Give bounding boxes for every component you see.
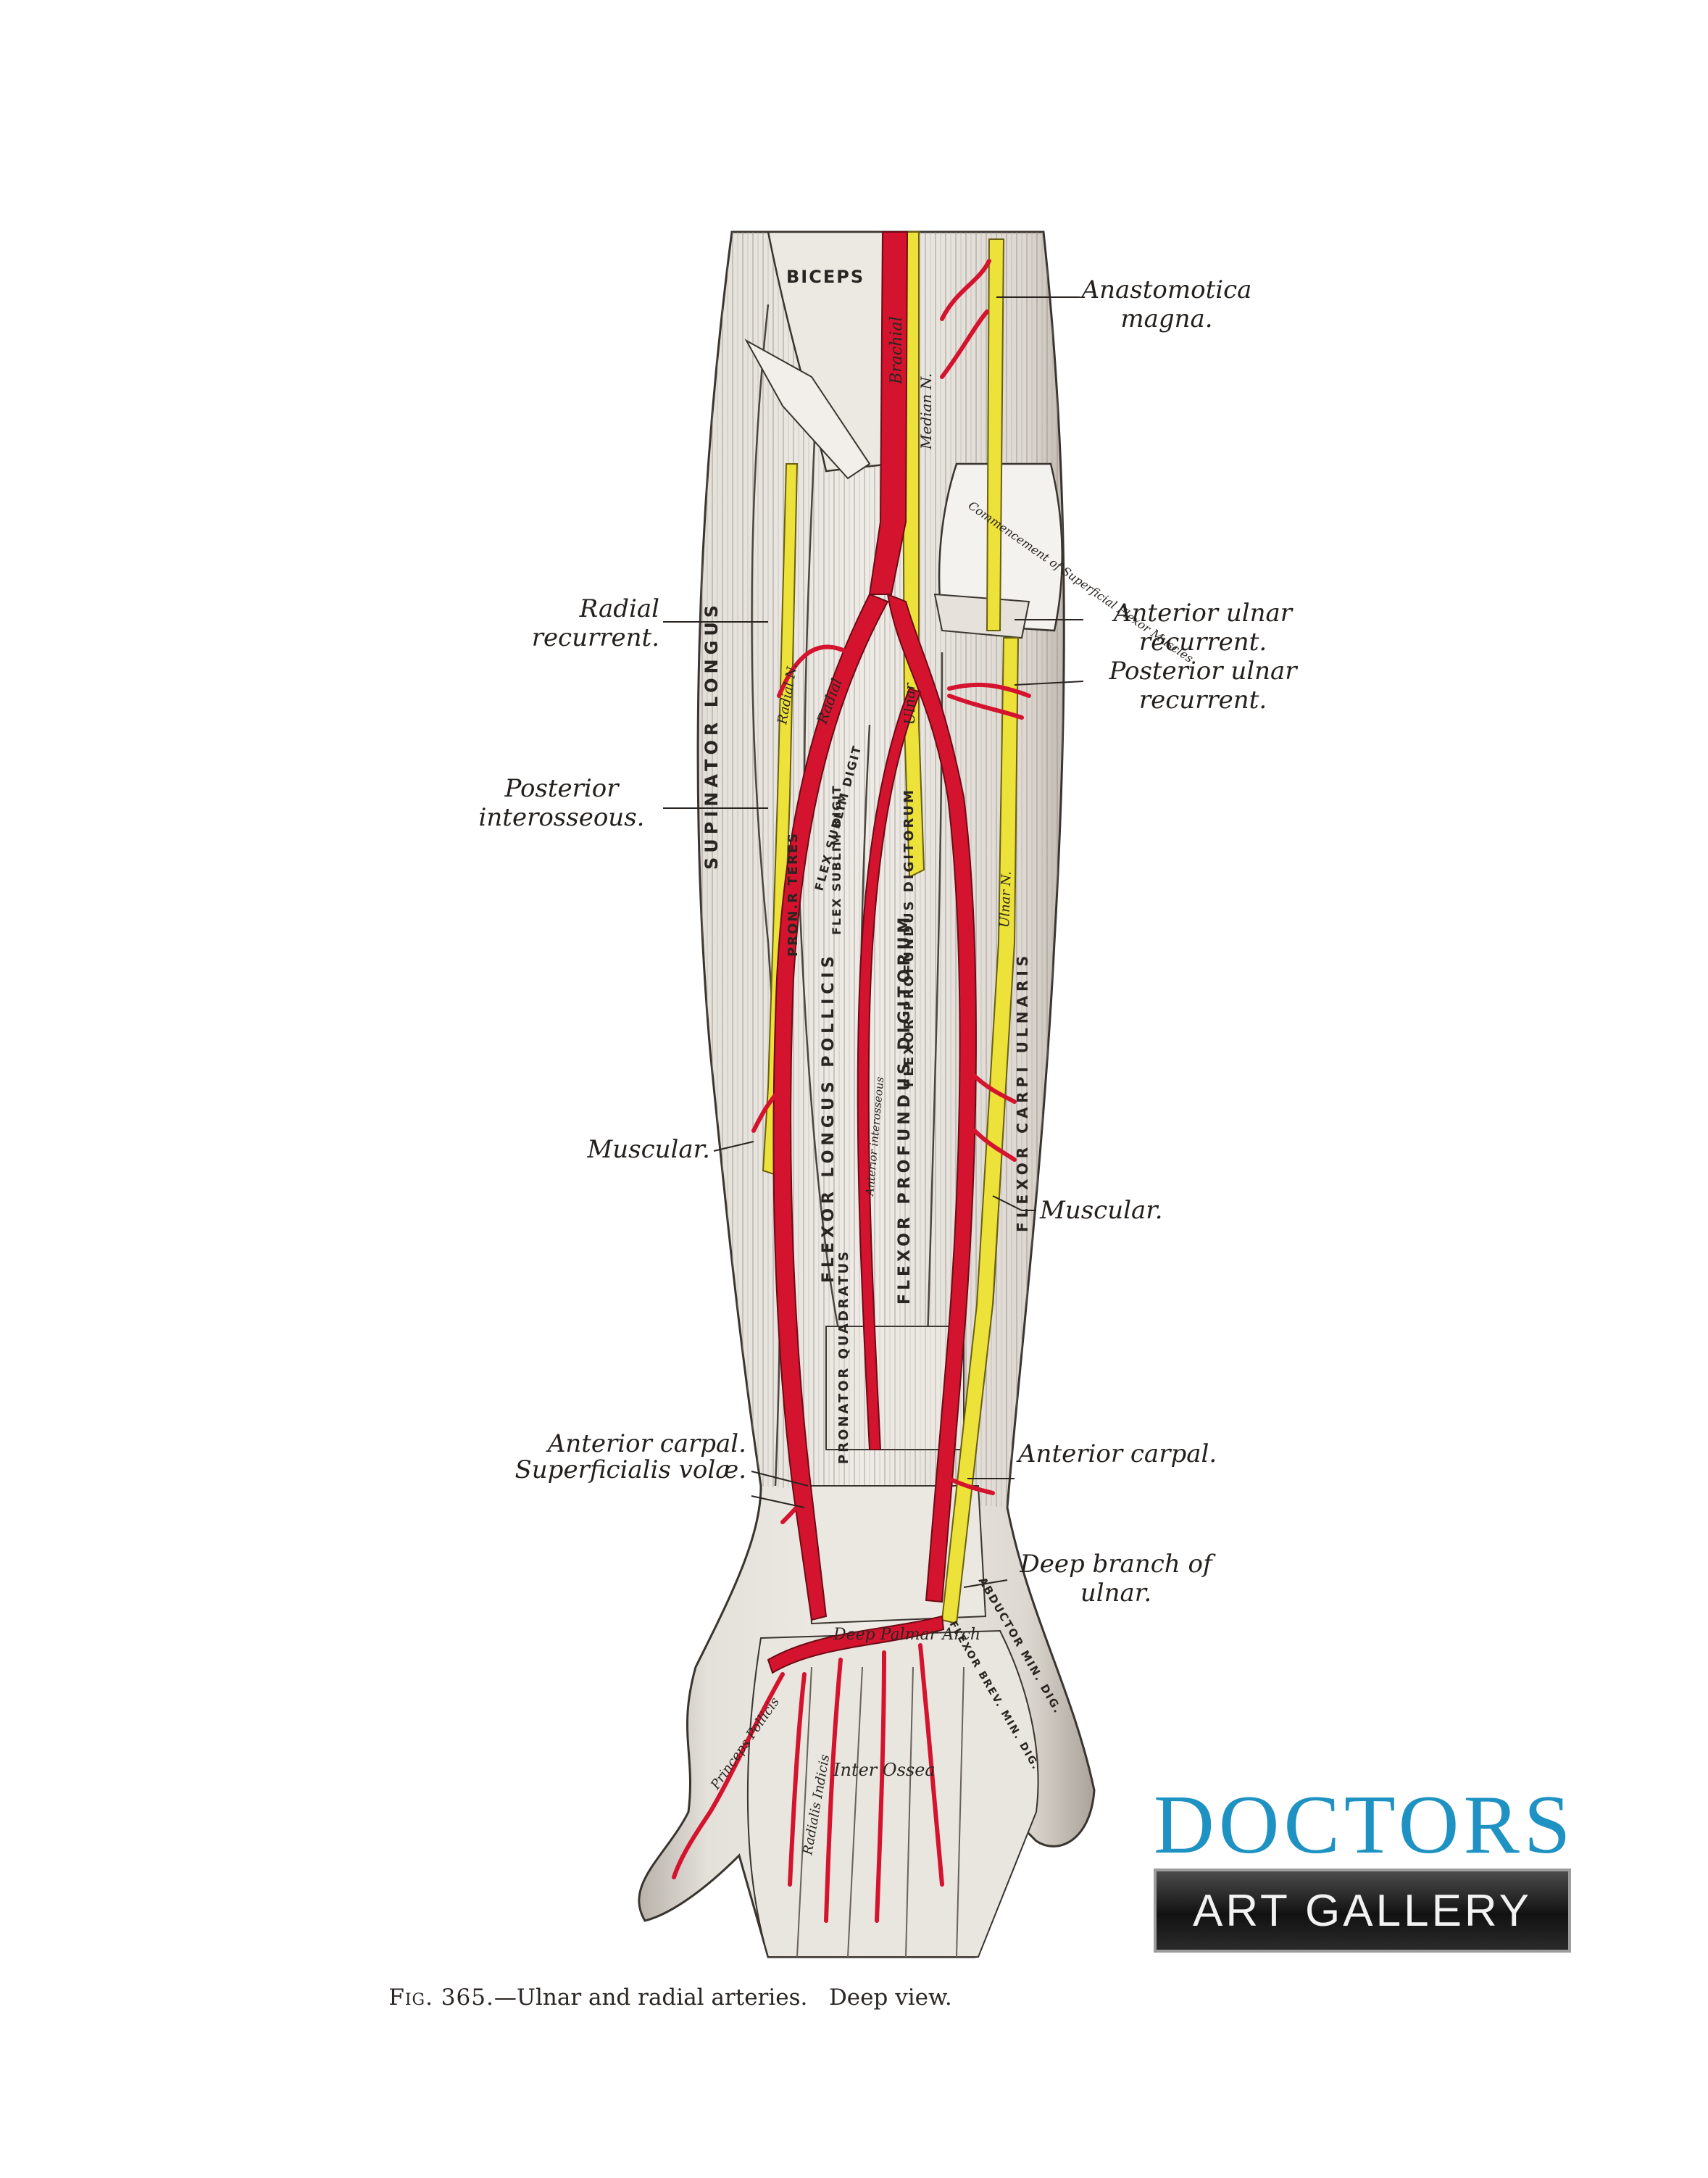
brachial-label: Brachial [888, 317, 906, 385]
deep-palmar-arch [767, 1615, 945, 1674]
flex-sublim-digit-label-2: FLEX SUBLIM DIGIT [830, 784, 843, 935]
biceps-label: BICEPS [786, 267, 865, 287]
logo-doctors: DOCTORS [1154, 1779, 1575, 1871]
median-n-label: Median N. [917, 373, 935, 450]
pronator-quadratus-label: PRONATOR QUADRATUS [836, 1250, 851, 1464]
label-radial-recurrent: Radial recurrent. [531, 594, 659, 652]
label-anterior-ulnar-recurrent: Anterior ulnar recurrent. [1113, 599, 1293, 657]
label-anastomotica-magna: Anastomotica magna. [1081, 275, 1252, 333]
palm [746, 1629, 1039, 1958]
common-interosseous [857, 687, 922, 1450]
flexor-profundus-label-2: FLEXOR PROFUNDUS DIGITORUM [896, 914, 914, 1305]
label-muscular-right: Muscular. [1040, 1196, 1163, 1225]
ulnar-nerve-upper [986, 238, 1005, 631]
deep-palmar-arch-label: Deep Palmar Arch [833, 1626, 980, 1644]
label-posterior-ulnar-recurrent: Posterior ulnar recurrent. [1109, 657, 1297, 715]
ulnar-n-label: Ulnar N. [997, 871, 1015, 928]
ulnar-artery [886, 593, 977, 1603]
logo-art-gallery: ART GALLERY [1154, 1869, 1571, 1953]
label-posterior-interosseous: Posterior interosseous. [478, 774, 645, 832]
ulnar-nerve [941, 637, 1020, 1625]
figure-caption-text: —Ulnar and radial arteries. Deep view. [493, 1984, 952, 2011]
flexor-profundus-label-1: FLEXOR PROFUNDUS DIGITORUM [901, 788, 917, 1087]
label-anterior-carpal-right: Anterior carpal. [1018, 1439, 1217, 1468]
label-superficialis-volae: Superficialis volæ. [515, 1455, 746, 1484]
supinator-longus-label: SUPINATOR LONGUS [701, 601, 722, 870]
label-anterior-carpal-left: Anterior carpal. [547, 1429, 746, 1458]
flexor-longus-pollicis-label: FLEXOR LONGUS POLLICIS [820, 952, 838, 1283]
interossea-label: Inter Ossea [833, 1760, 936, 1780]
label-deep-branch-of-ulnar: Deep branch of ulnar. [1020, 1550, 1212, 1608]
figure-caption: Fig. 365.—Ulnar and radial arteries. Dee… [0, 1984, 1341, 2011]
brachial-artery [868, 231, 909, 595]
ulnar-label: Ulnar [901, 682, 918, 725]
pron-teres-label: PRON.R TERES [786, 832, 801, 957]
flexor-carpi-ulnaris-label: FLEXOR CARPI ULNARIS [1014, 952, 1031, 1232]
radial-artery [772, 593, 889, 1621]
label-muscular-left: Muscular. [587, 1135, 710, 1164]
logo-art-gallery-text: ART GALLERY [1193, 1885, 1532, 1936]
figure-number: Fig. 365. [388, 1984, 494, 2011]
